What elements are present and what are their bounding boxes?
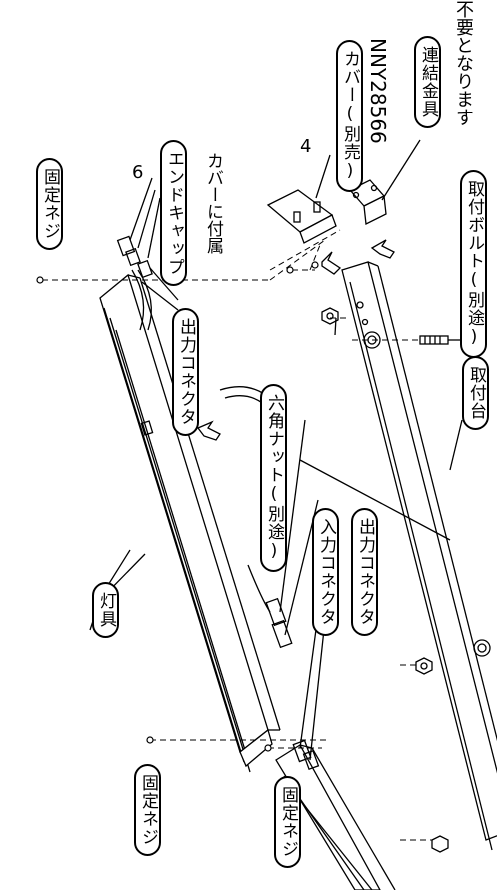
label-output-connector-top: 出力コネクタ xyxy=(172,308,199,436)
label-end-cap: エンドキャップ xyxy=(160,140,187,286)
label-not-required: 不要となります xyxy=(453,0,474,126)
label-fixture: 灯具 xyxy=(92,582,119,638)
hex-nuts xyxy=(321,307,449,853)
label-kotei-neji-left: 固定ネジ xyxy=(134,764,161,856)
mounting-base xyxy=(341,261,497,851)
label-mounting-bolt: 取付ボルト(別途) xyxy=(460,170,487,358)
label-output-connector-mid: 出力コネクタ xyxy=(351,508,378,636)
label-input-connector: 入力コネクタ xyxy=(312,508,339,636)
label-cover-accessory: カバーに付属 xyxy=(203,152,223,254)
label-cover-sold-separately: カバー(別売) xyxy=(336,40,363,192)
label-kotei-neji-bottom: 固定ネジ xyxy=(274,776,301,868)
step-number-6: 6 xyxy=(132,162,144,183)
label-cover-model: NNY28566 xyxy=(366,38,390,144)
label-hex-nut: 六角ナット(別途) xyxy=(260,384,287,572)
mounting-bolt xyxy=(419,335,460,345)
cover-bracket xyxy=(266,154,337,244)
label-kotei-neji-top: 固定ネジ xyxy=(36,158,63,250)
step-number-4: 4 xyxy=(300,136,312,157)
hollow-arrows xyxy=(196,239,395,441)
label-connecting-bracket: 連結金具 xyxy=(414,36,441,128)
lower-fixture xyxy=(275,744,396,890)
end-cap-connectors xyxy=(116,177,179,331)
fixture-body xyxy=(99,273,281,773)
label-mounting-base: 取付台 xyxy=(462,356,489,430)
